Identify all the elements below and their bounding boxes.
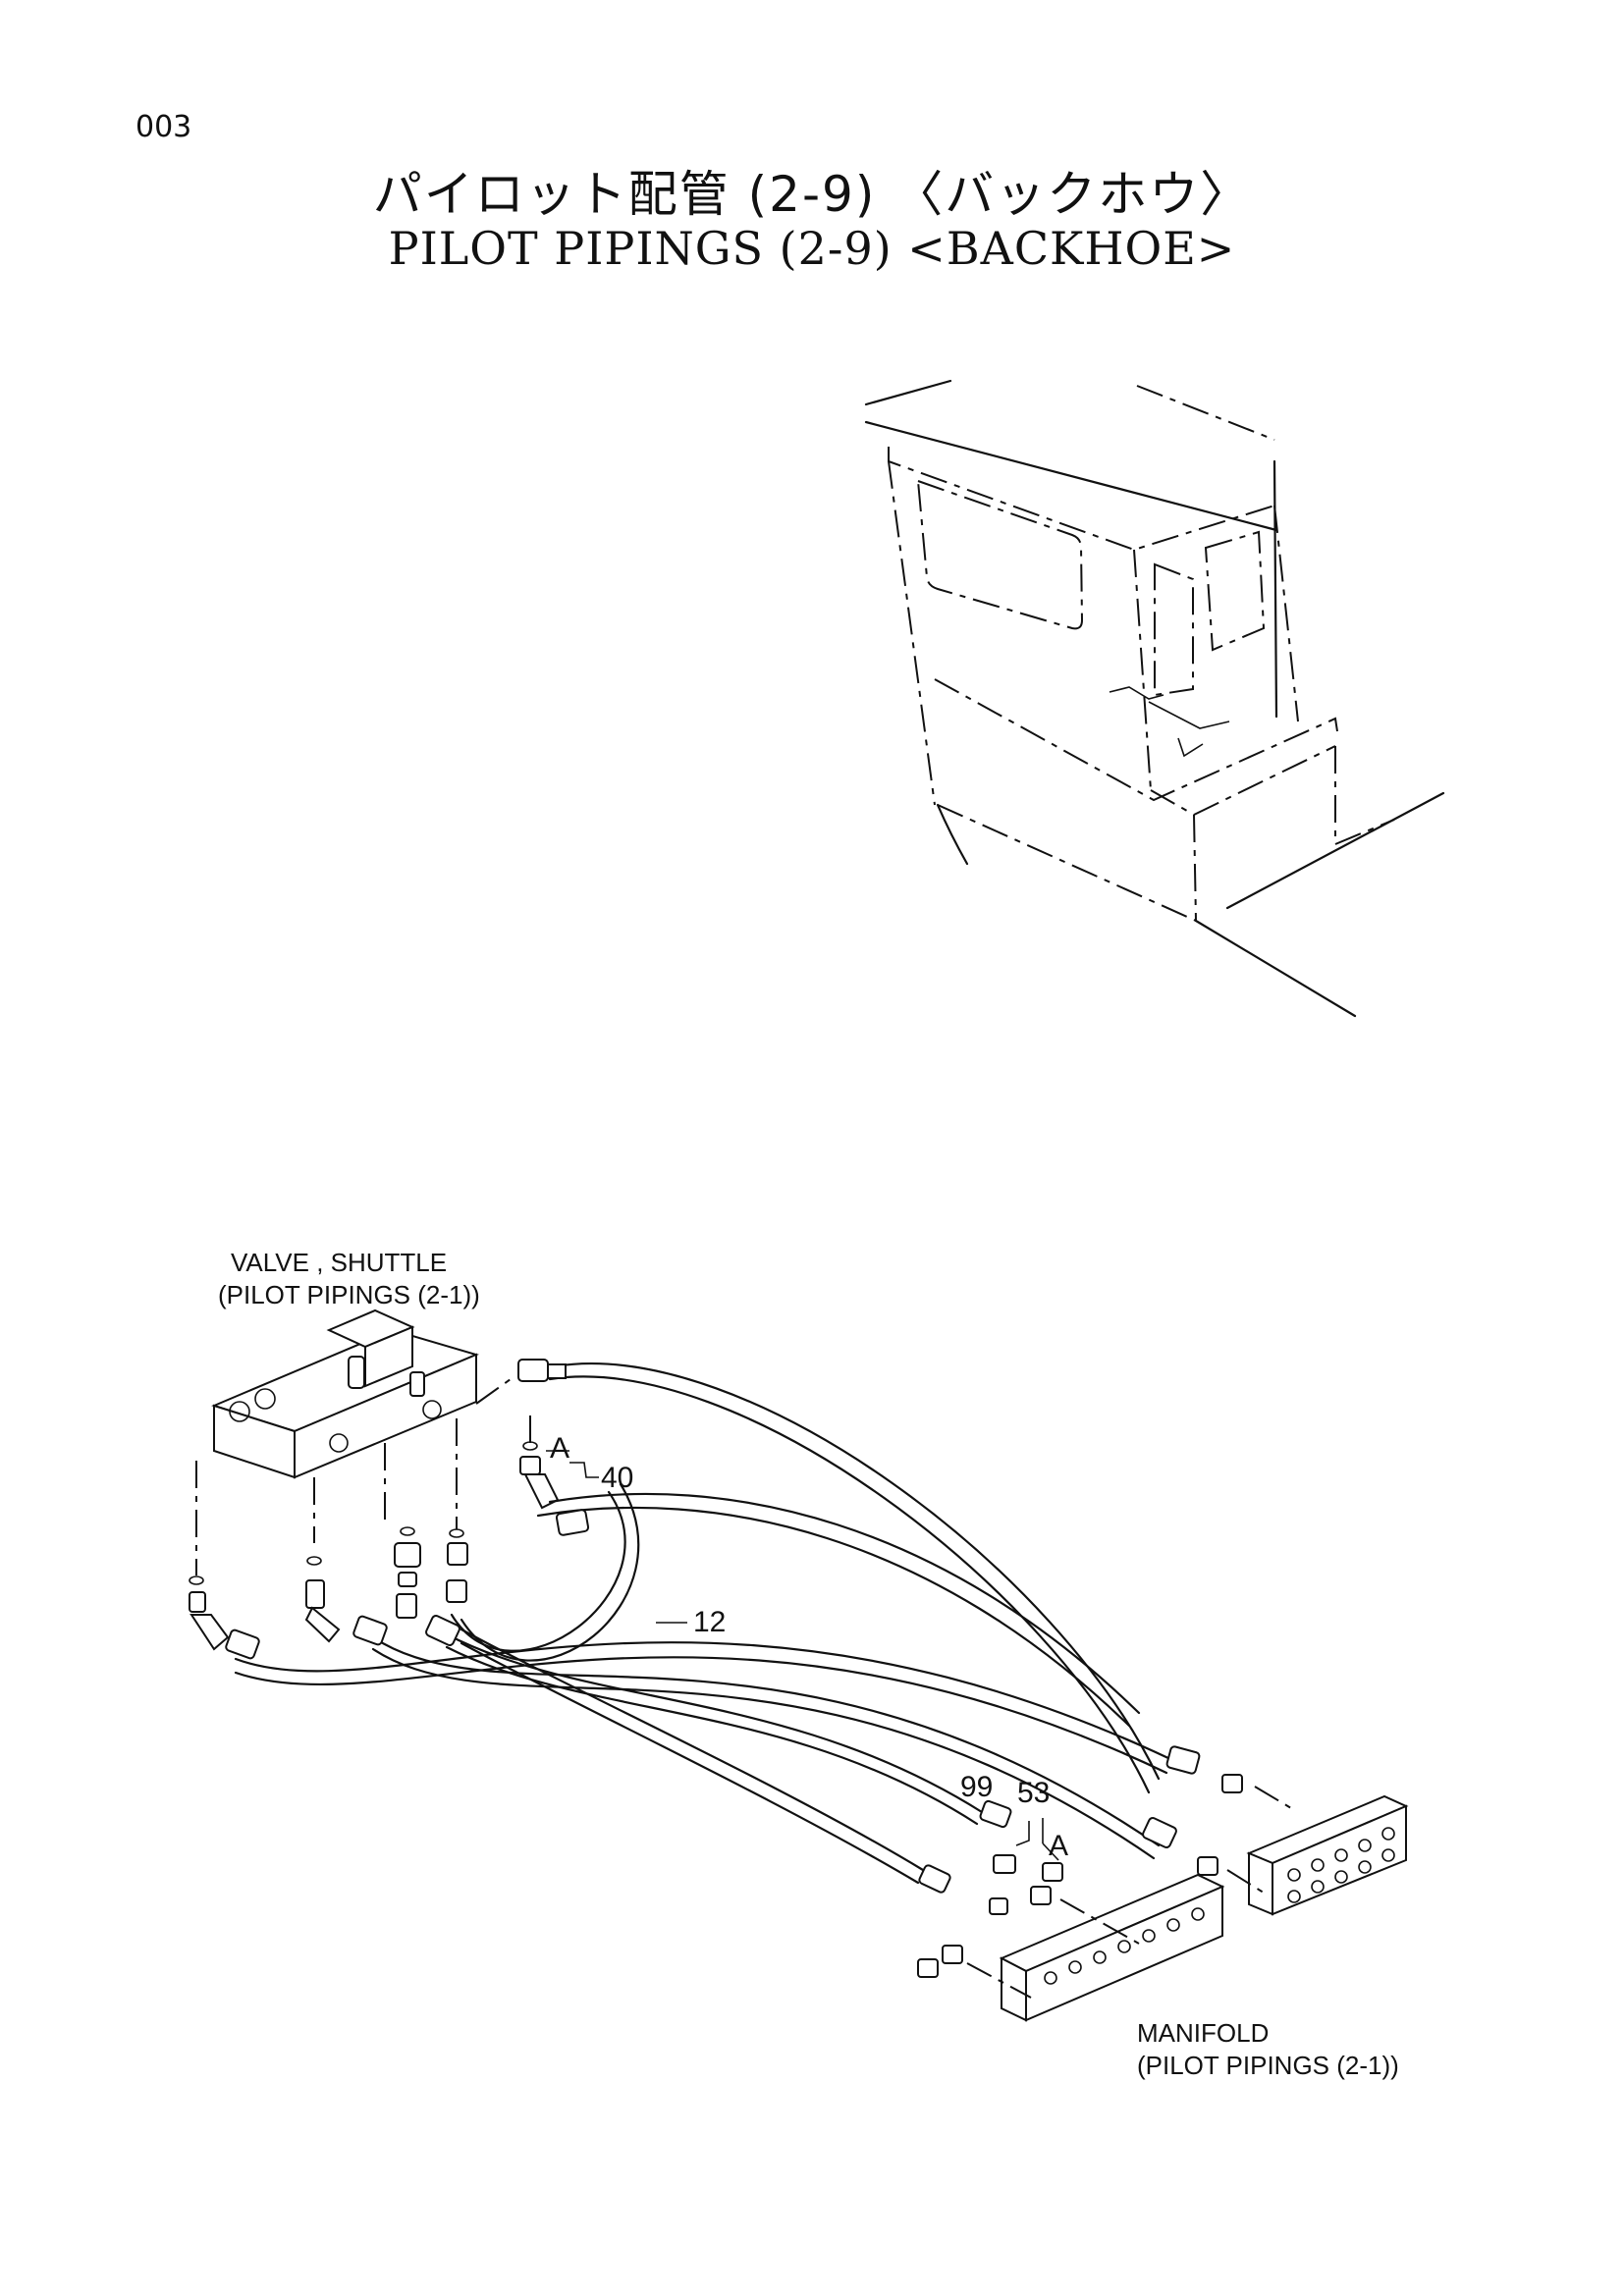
- manifold-right: [1226, 1786, 1409, 1916]
- callout-leaders: [546, 1450, 1059, 1861]
- ref-a-label: A: [550, 1432, 569, 1465]
- part-callout-12: 12: [693, 1606, 726, 1638]
- part-callout-40: 40: [601, 1462, 633, 1494]
- hose-end-fittings: [225, 1359, 1243, 1978]
- manifold-reference: (PILOT PIPINGS (2-1)): [1137, 2051, 1399, 2080]
- valve-shuttle-reference: (PILOT PIPINGS (2-1)): [218, 1280, 480, 1309]
- title-japanese: パイロット配管 (2-9) 〈バックホウ〉: [372, 166, 1252, 223]
- title-english: PILOT PIPINGS (2-9) <BACKHOE>: [388, 222, 1236, 275]
- part-callout-99: 99: [960, 1771, 993, 1803]
- shuttle-valve-block: [195, 1308, 531, 1575]
- part-callout-53: 53: [1017, 1777, 1050, 1809]
- valve-shuttle-label: VALVE , SHUTTLE: [231, 1248, 447, 1277]
- manifold-bottom: [966, 1873, 1225, 2022]
- valve-fittings: [189, 1441, 560, 1651]
- manifold-label: MANIFOLD: [1137, 2018, 1269, 2048]
- pilot-hoses: [234, 1362, 1172, 1885]
- page-number: 003: [135, 110, 192, 144]
- cab-overview-illustration: [864, 379, 1445, 1018]
- ref-a-label: A: [1049, 1830, 1068, 1862]
